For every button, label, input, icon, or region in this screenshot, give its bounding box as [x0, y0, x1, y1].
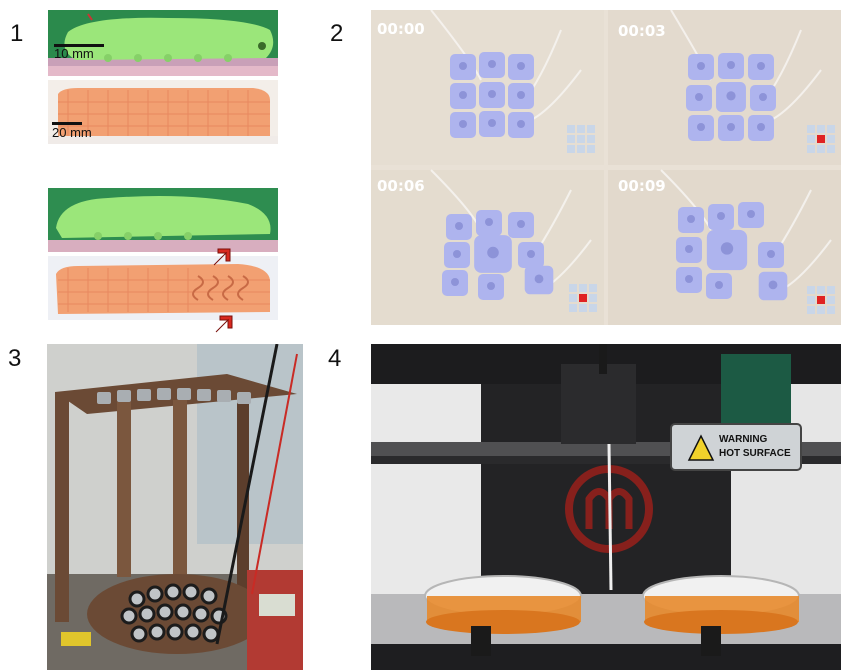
acoustic-frame-illustration [47, 344, 303, 670]
soft-robot-photo-bottom [48, 256, 278, 320]
scale-label-bottom: 20 mm [52, 125, 92, 140]
arrow-icon-top [213, 248, 231, 266]
timestamp-0: 00:00 [377, 20, 425, 38]
bioprinter-illustration [371, 344, 841, 670]
soft-robot-illustration-bent [48, 256, 278, 320]
panel-3-acoustic-array-photo [47, 344, 303, 670]
caterpillar-illustration-bent [48, 188, 278, 252]
caterpillar-photo-top: 10 mm [48, 10, 278, 76]
timestamp-2: 00:06 [377, 177, 425, 195]
scale-label-top: 10 mm [54, 46, 94, 61]
caterpillar-photo-bottom [48, 188, 278, 252]
caterpillar-illustration [48, 10, 278, 76]
panel-2-modular-cubes: 00:00 00:03 00:06 00:09 [371, 10, 841, 325]
timestamp-3: 00:09 [618, 177, 666, 195]
soft-robot-photo-top: 20 mm [48, 80, 278, 144]
panel-4-3d-printer-photo: WARNING HOT SURFACE [371, 344, 841, 670]
warning-line-1: WARNING [719, 434, 768, 445]
panel-number-1: 1 [10, 20, 24, 47]
panel-number-2: 2 [330, 20, 344, 47]
timestamp-1: 00:03 [618, 22, 666, 40]
panel-number-4: 4 [328, 345, 342, 372]
arrow-icon-bottom [215, 315, 233, 333]
scale-bar-top [54, 44, 104, 47]
panel-number-3: 3 [8, 345, 22, 372]
cube-grid-illustration [371, 10, 841, 325]
scale-bar-bottom [52, 122, 82, 125]
warning-line-2: HOT SURFACE [719, 448, 791, 459]
soft-robot-illustration [48, 80, 278, 144]
